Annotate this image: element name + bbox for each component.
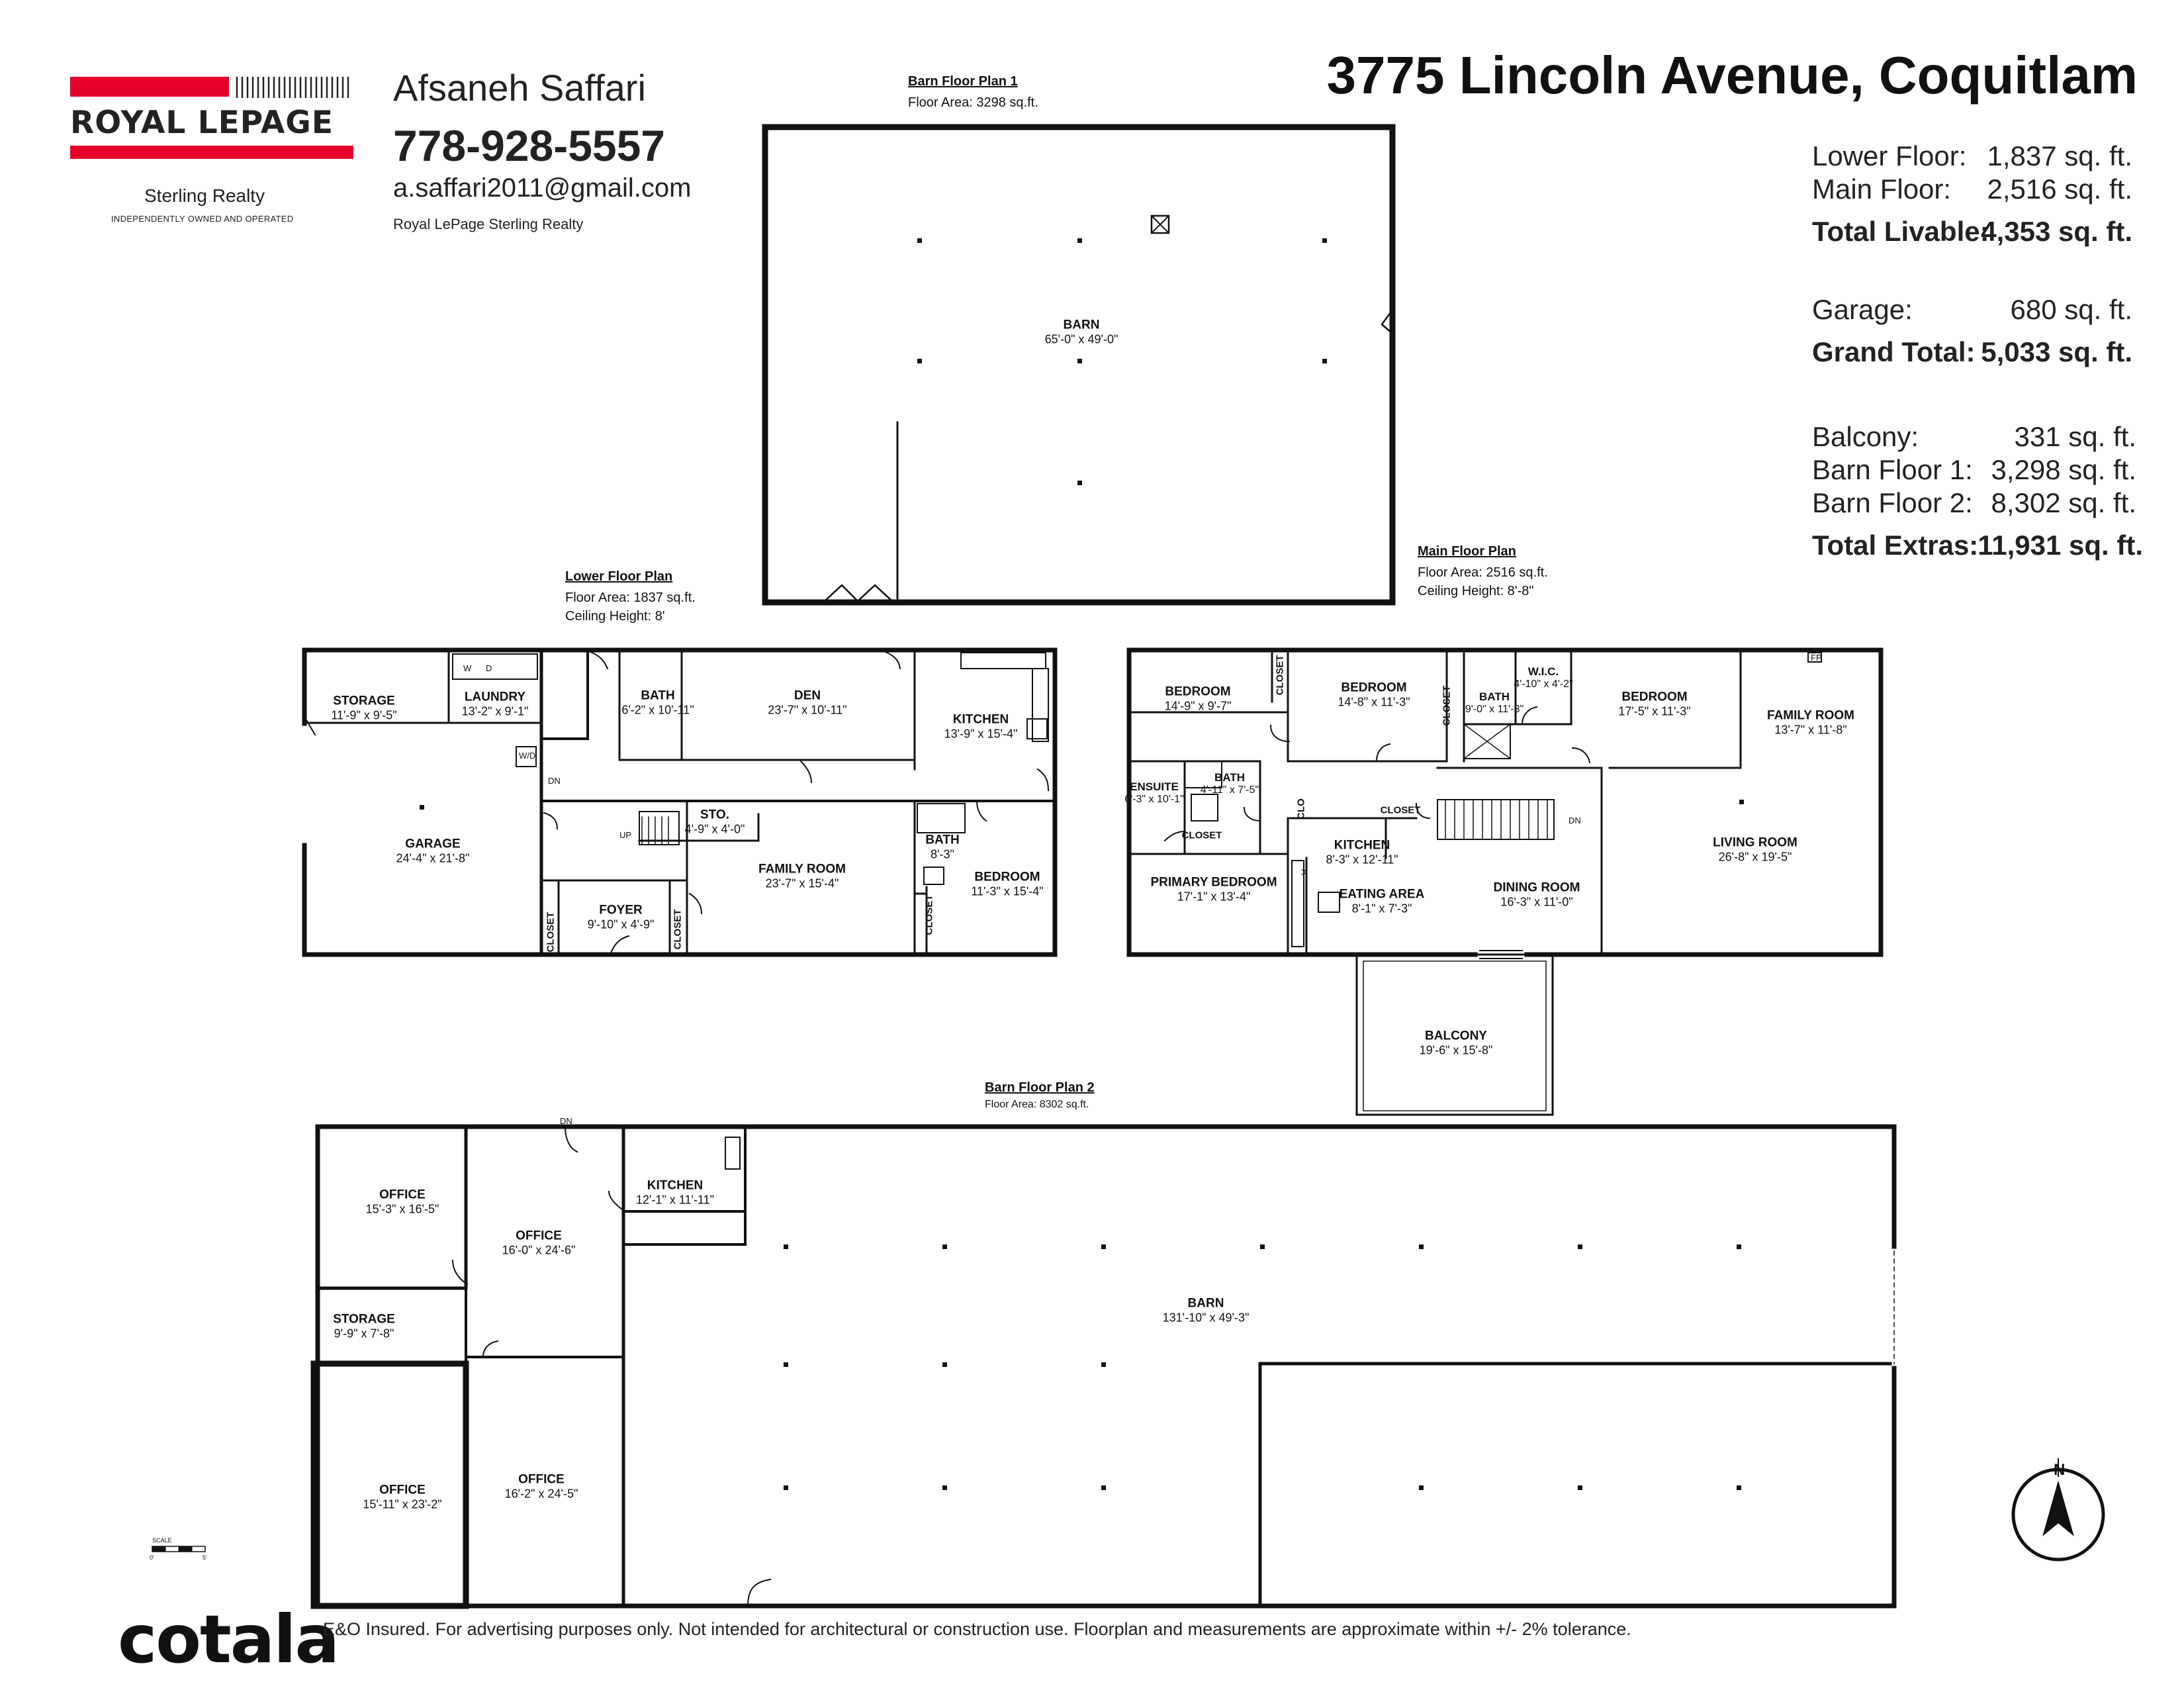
barn1-columns: [917, 238, 1327, 485]
fireplace-label: FP: [1811, 653, 1822, 663]
main-plan-title: Main Floor Plan: [1418, 544, 1516, 559]
logo-graphic: [70, 77, 353, 159]
barn1-plan-title: Barn Floor Plan 1: [908, 74, 1018, 89]
room-label: CLOSET: [545, 912, 557, 953]
north-arrow-icon: [2011, 1458, 2105, 1562]
summary-lower: Lower Floor:1,837 sq. ft.: [1812, 140, 2132, 171]
room-label: STO.4'-9" x 4'-0": [684, 808, 745, 836]
room-label: W.I.C.4'-10" x 4'-2": [1514, 665, 1573, 690]
dn-label-main: DN: [1569, 816, 1581, 825]
agent-phone[interactable]: 778-928-5557: [393, 121, 666, 170]
barn2-plan-title: Barn Floor Plan 2: [985, 1080, 1095, 1095]
disclaimer-text: E&O Insured. For advertising purposes on…: [323, 1619, 1631, 1639]
lower-plan-title: Lower Floor Plan: [565, 569, 673, 584]
office-tagline: INDEPENDENTLY OWNED AND OPERATED: [111, 214, 294, 224]
up-label: UP: [619, 830, 631, 840]
misc-dots: [420, 800, 1744, 810]
scale-label: SCALE: [152, 1537, 172, 1544]
room-label: CLOSET: [1274, 655, 1286, 696]
agent-name: Afsaneh Saffari: [393, 67, 646, 109]
main-walls: [1126, 647, 1884, 959]
summary-main: Main Floor:2,516 sq. ft.: [1812, 173, 2132, 205]
wd-label: W/D: [519, 751, 535, 761]
royal-lepage-logo: [70, 69, 353, 175]
agent-company: Royal LePage Sterling Realty: [393, 216, 584, 232]
summary-total-livable: Total Livable:4,353 sq. ft.: [1812, 216, 2132, 247]
property-address-title: 3775 Lincoln Avenue, Coquitlam: [1326, 46, 2138, 105]
room-label: CLOSET: [672, 909, 684, 950]
cotala-logo: cotala: [118, 1601, 340, 1678]
main-plan-ceiling: Ceiling Height: 8'-8": [1418, 584, 1534, 598]
summary-balcony: Balcony:331 sq. ft.: [1812, 421, 2136, 452]
washer-label: W: [463, 663, 472, 673]
scale-bar-icon: [152, 1546, 206, 1552]
dryer-label: D: [486, 663, 492, 673]
balcony-walls: [1355, 953, 1554, 1116]
room-label: CLO: [1295, 798, 1307, 820]
room-label: CLOSET: [1441, 685, 1453, 726]
lower-walls: [302, 647, 1058, 957]
summary-barn2: Barn Floor 2:8,302 sq. ft.: [1812, 487, 2136, 518]
room-label: CLOSET: [923, 894, 935, 935]
summary-barn1: Barn Floor 1:3,298 sq. ft.: [1812, 454, 2136, 485]
north-label: N: [2054, 1461, 2065, 1479]
logo-wordmark: ROYAL LEPAGE: [70, 105, 334, 141]
scale-0-label: 0': [150, 1554, 154, 1561]
barn2-plan-area: Floor Area: 8302 sq.ft.: [985, 1099, 1089, 1110]
scale-5-label: 5': [203, 1554, 207, 1561]
agent-email[interactable]: a.saffari2011@gmail.com: [393, 173, 692, 203]
main-plan-area: Floor Area: 2516 sq.ft.: [1418, 565, 1548, 580]
room-label: CLOSET: [1380, 804, 1421, 816]
dn-label-lower: DN: [548, 776, 561, 786]
barn2-columns: [784, 1244, 1741, 1490]
dn-label-barn2: DN: [560, 1116, 572, 1126]
barn1-walls: [762, 124, 1396, 606]
barn1-plan-area: Floor Area: 3298 sq.ft.: [908, 95, 1038, 110]
lower-plan-ceiling: Ceiling Height: 8': [565, 609, 665, 624]
summary-grand-total: Grand Total:5,033 sq. ft.: [1812, 336, 2132, 367]
small-labels: UP DN W/D W D FP X DN DN SCALE 0' 5' N: [150, 653, 2065, 1561]
kitchen-x-label: X: [1301, 867, 1307, 877]
lower-plan-area: Floor Area: 1837 sq.ft.: [565, 590, 696, 605]
barn2-walls: [310, 1124, 1897, 1609]
office-name: Sterling Realty: [144, 185, 265, 206]
room-label: CLOSET: [1181, 829, 1222, 841]
summary-total-extras: Total Extras:11,931 sq. ft.: [1812, 530, 2143, 561]
summary-garage: Garage:680 sq. ft.: [1812, 294, 2132, 325]
